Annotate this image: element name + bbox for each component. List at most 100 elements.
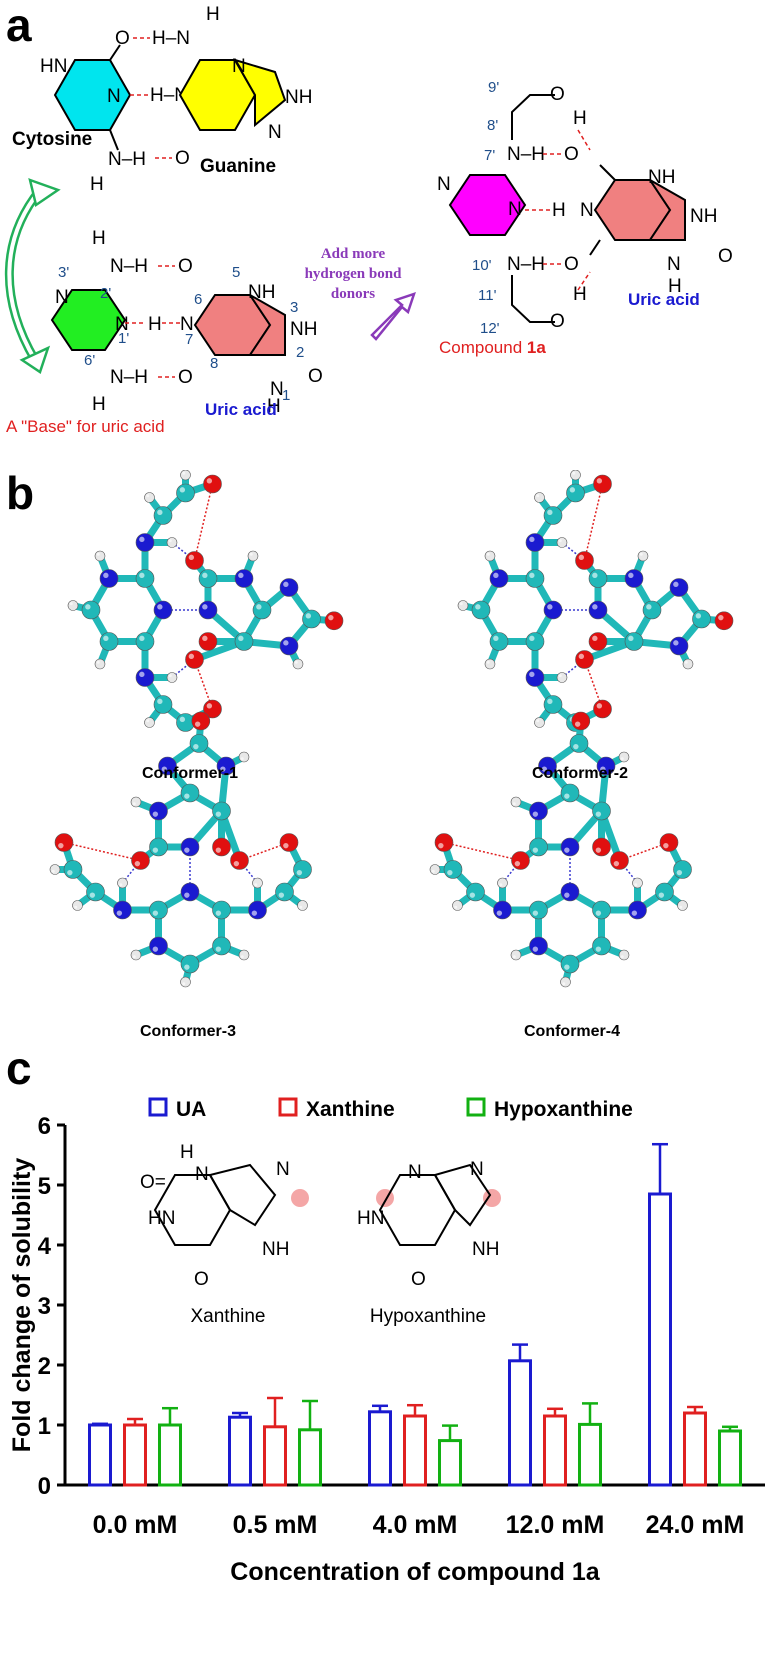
svg-text:6': 6'	[84, 352, 95, 369]
svg-text:H: H	[668, 276, 682, 297]
svg-text:N: N	[268, 122, 282, 143]
bar-hypoxanthine	[298, 1428, 322, 1487]
legend-item-hypoxanthine: Hypoxanthine	[466, 1097, 633, 1121]
svg-text:1': 1'	[118, 330, 129, 347]
bar-xanthine	[683, 1411, 707, 1487]
compound-1a-label: Compound 1a	[439, 338, 546, 357]
panel-b-label: b	[6, 467, 35, 519]
svg-text:O: O	[564, 144, 579, 165]
svg-text:8: 8	[210, 355, 218, 372]
panel-b-conformers: Conformer-1 Conformer-2 Conformer-3 Conf…	[49, 470, 734, 1040]
xanthine-caption: Xanthine	[190, 1306, 265, 1327]
svg-text:H: H	[180, 1142, 194, 1163]
svg-text:N: N	[195, 1164, 209, 1185]
svg-text:12': 12'	[480, 320, 500, 337]
bar-ua	[508, 1359, 532, 1487]
svg-text:NH: NH	[262, 1239, 289, 1260]
bar-xanthine	[403, 1414, 427, 1487]
cytosine-n: N	[107, 86, 121, 107]
bar-hypoxanthine	[158, 1423, 182, 1487]
svg-text:N: N	[180, 314, 194, 335]
svg-text:11': 11'	[478, 287, 497, 304]
svg-text:NH: NH	[472, 1239, 499, 1260]
x-tick-label: 4.0 mM	[373, 1511, 458, 1539]
svg-text:5: 5	[232, 264, 240, 281]
bar-xanthine	[123, 1423, 147, 1487]
y-tick-label: 3	[38, 1293, 51, 1320]
panel-a-label: a	[6, 0, 32, 51]
svg-text:NH: NH	[285, 87, 312, 108]
svg-text:9': 9'	[488, 79, 499, 96]
svg-text:7: 7	[185, 331, 193, 348]
svg-text:HN: HN	[357, 1208, 384, 1229]
bar-hypoxanthine	[438, 1439, 462, 1487]
uric-acid-imidazole-1	[248, 294, 286, 356]
svg-text:Xanthine: Xanthine	[306, 1098, 395, 1121]
svg-text:N: N	[232, 56, 246, 77]
svg-text:7': 7'	[484, 147, 495, 164]
uric-acid-imidazole-2	[648, 179, 686, 241]
svg-text:Hypoxanthine: Hypoxanthine	[494, 1098, 633, 1121]
svg-text:NH: NH	[648, 167, 675, 188]
svg-text:O: O	[411, 1269, 426, 1290]
conformer-2-caption: Conformer-2	[532, 765, 628, 782]
svg-text:3: 3	[290, 299, 298, 316]
svg-text:H: H	[573, 108, 587, 129]
conformer-4-caption: Conformer-4	[524, 1023, 620, 1040]
svg-text:O: O	[564, 254, 579, 275]
bar-ua	[368, 1410, 392, 1487]
bar-hypoxanthine	[578, 1422, 602, 1487]
svg-text:N: N	[437, 174, 451, 195]
svg-text:H: H	[92, 394, 106, 415]
svg-text:H–N: H–N	[152, 28, 190, 49]
svg-text:NH: NH	[290, 319, 317, 340]
svg-text:H: H	[267, 396, 281, 417]
x-tick-label: 24.0 mM	[646, 1511, 745, 1539]
cytosine-label: Cytosine	[12, 129, 92, 150]
x-tick-label: 12.0 mM	[506, 1511, 605, 1539]
svg-text:10': 10'	[472, 257, 492, 274]
svg-text:O: O	[550, 311, 565, 332]
conformer-1-caption: Conformer-1	[142, 765, 238, 782]
legend-item-xanthine: Xanthine	[278, 1097, 395, 1121]
svg-text:O: O	[178, 256, 193, 277]
add-donors-line-3: donors	[331, 286, 375, 302]
svg-text:2: 2	[296, 344, 304, 361]
svg-text:3': 3'	[58, 264, 69, 281]
bar-ua	[228, 1415, 252, 1487]
svg-text:N: N	[270, 379, 284, 400]
bar-xanthine	[263, 1425, 287, 1487]
conformer-4-model	[429, 711, 692, 988]
svg-text:N–H: N–H	[110, 367, 148, 388]
conformer-3-caption: Conformer-3	[140, 1023, 236, 1040]
chart-bars	[88, 1142, 742, 1487]
y-tick-label: 0	[38, 1473, 51, 1500]
svg-text:O: O	[718, 246, 733, 267]
y-axis-label: Fold change of solubility	[8, 1158, 36, 1453]
hypoxanthine-caption: Hypoxanthine	[370, 1306, 486, 1327]
svg-text:NH: NH	[690, 206, 717, 227]
svg-text:N: N	[276, 1159, 290, 1180]
uric-acid-label-2: Uric acid	[628, 290, 700, 309]
conformer-2-model	[457, 470, 734, 732]
svg-text:N–H: N–H	[507, 254, 545, 275]
panel-c-label: c	[6, 1042, 32, 1094]
uric-acid-label-1: Uric acid	[205, 400, 277, 419]
x-tick-label: 0.0 mM	[93, 1511, 178, 1539]
svg-text:O: O	[178, 367, 193, 388]
svg-text:N: N	[580, 200, 594, 221]
y-tick-label: 1	[38, 1413, 51, 1440]
hypoxanthine-structure: N N HN NH O Hypoxanthine	[357, 1159, 501, 1327]
svg-text:O: O	[308, 366, 323, 387]
base-caption: A "Base" for uric acid	[6, 417, 165, 436]
svg-text:N: N	[55, 287, 69, 308]
svg-text:N: N	[508, 199, 522, 220]
pyrimidine-1a-ring	[448, 174, 527, 236]
conformer-1-model	[67, 470, 344, 732]
y-tick-label: 6	[38, 1113, 51, 1140]
svg-text:H–N: H–N	[150, 85, 188, 106]
svg-text:H: H	[92, 228, 106, 249]
